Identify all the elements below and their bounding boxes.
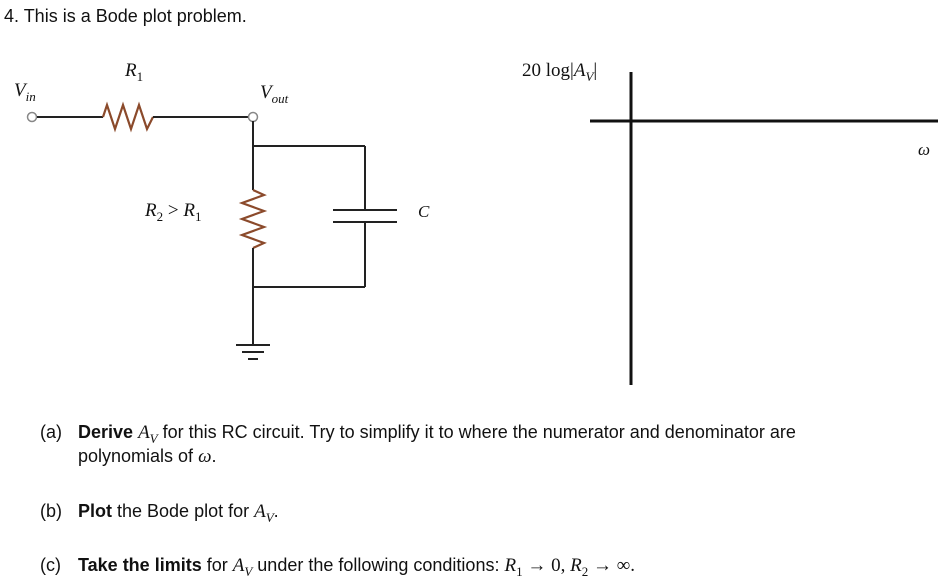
x-axis-label: ω [918, 140, 931, 159]
bode-plot-axes [590, 72, 938, 385]
rc-circuit-diagram [26, 101, 397, 360]
r2-condition-label: R2 > R1 [145, 200, 202, 224]
vout-label: Vout [260, 82, 289, 106]
resistor-r2 [238, 188, 268, 250]
question-b-text: Plot the Bode plot for AV. [78, 501, 279, 525]
question-a-label: (a) [40, 422, 62, 442]
question-c-label: (c) [40, 555, 61, 575]
resistor-r1 [101, 101, 154, 133]
question-a-line2: polynomials of ω. [78, 446, 217, 467]
problem-title: 4. This is a Bode plot problem. [4, 6, 247, 26]
capacitor-label: C [418, 202, 430, 221]
question-b-label: (b) [40, 501, 62, 521]
r1-label: R1 [125, 60, 144, 84]
vin-label: Vin [14, 80, 36, 104]
question-c-text: Take the limits for AV under the followi… [78, 555, 635, 579]
vin-terminal [26, 111, 38, 123]
question-a-line1: Derive AV for this RC circuit. Try to si… [78, 422, 796, 446]
y-axis-label: 20 log|AV| [522, 60, 598, 84]
